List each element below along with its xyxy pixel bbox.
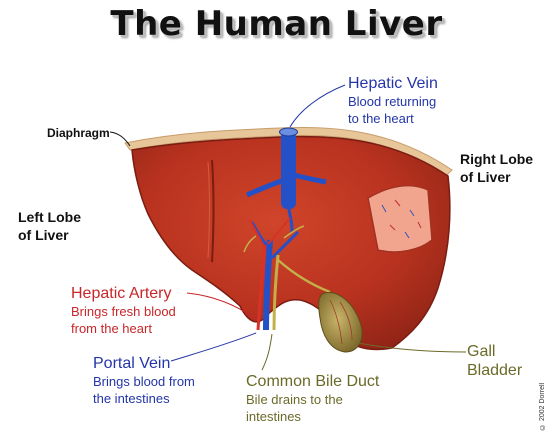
left-lobe-label: Left Lobe of Liver <box>18 208 81 244</box>
gall-bladder-line-2: Bladder <box>467 361 522 380</box>
copyright-notice: © 2002 Dorrell <box>539 330 551 430</box>
left-lobe-line-2: of Liver <box>18 226 81 244</box>
liver-cross-section <box>368 186 432 252</box>
gall-bladder-label: Gall Bladder <box>467 342 522 380</box>
hepatic-artery-label: Hepatic Artery Brings fresh blood from t… <box>71 284 176 337</box>
hepatic-vein-desc-1: Blood returning <box>348 93 438 110</box>
portal-vein-heading: Portal Vein <box>93 354 195 373</box>
common-bile-duct-desc-1: Bile drains to the <box>246 391 379 408</box>
portal-vein-label: Portal Vein Brings blood from the intest… <box>93 354 195 407</box>
common-bile-duct-label: Common Bile Duct Bile drains to the inte… <box>246 372 379 425</box>
diaphragm-label: Diaphragm <box>47 124 110 142</box>
left-lobe-line-1: Left Lobe <box>18 208 81 226</box>
hepatic-artery-desc-2: from the heart <box>71 320 176 337</box>
hepatic-artery-heading: Hepatic Artery <box>71 284 176 303</box>
portal-vein-desc-1: Brings blood from <box>93 373 195 390</box>
portal-vein-desc-2: the intestines <box>93 390 195 407</box>
right-lobe-line-1: Right Lobe <box>460 150 533 168</box>
common-bile-duct-heading: Common Bile Duct <box>246 372 379 391</box>
hepatic-vein-desc-2: to the heart <box>348 110 438 127</box>
common-bile-duct-desc-2: intestines <box>246 408 379 425</box>
hepatic-artery-desc-1: Brings fresh blood <box>71 303 176 320</box>
right-lobe-line-2: of Liver <box>460 168 533 186</box>
gall-bladder-line-1: Gall <box>467 342 522 361</box>
hepatic-vein-heading: Hepatic Vein <box>348 74 438 93</box>
right-lobe-label: Right Lobe of Liver <box>460 150 533 186</box>
hepatic-vein-label: Hepatic Vein Blood returning to the hear… <box>348 74 438 127</box>
